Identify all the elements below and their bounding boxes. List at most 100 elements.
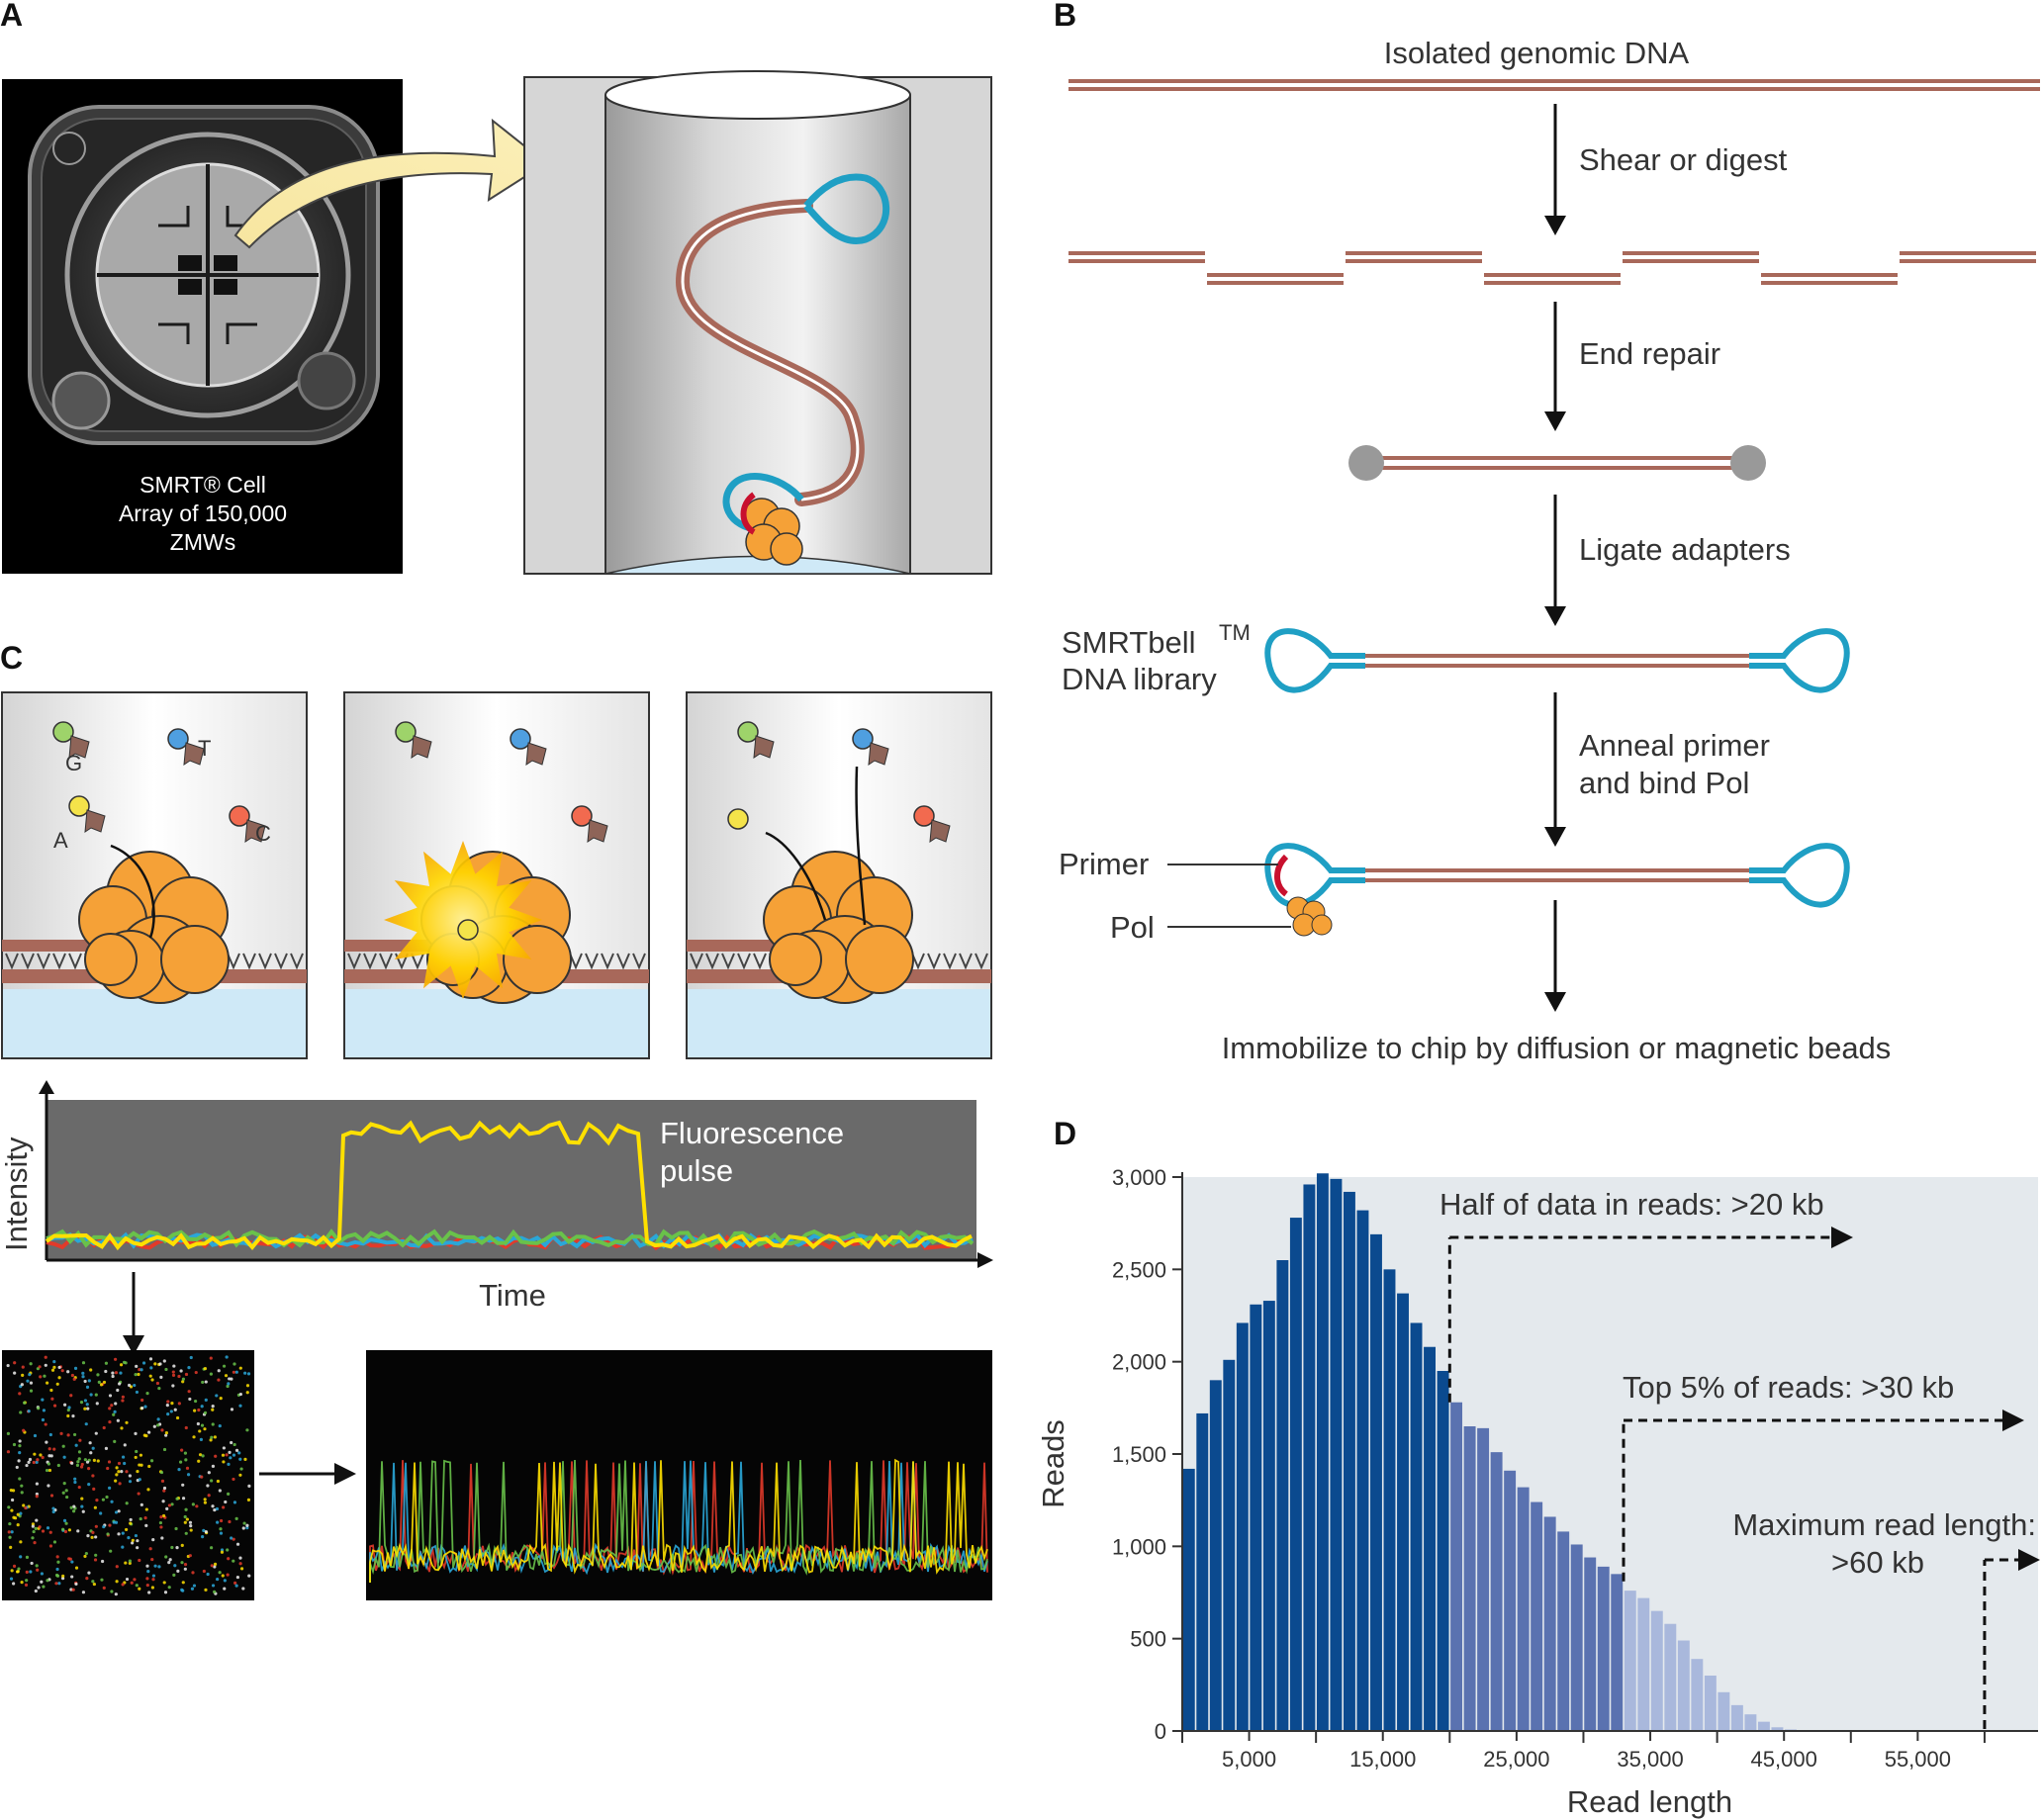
annotation-half-data: Half of data in reads: >20 kb — [1439, 1187, 1824, 1222]
polymerase-zmw — [743, 498, 803, 566]
histogram-bar — [1691, 1659, 1704, 1731]
primer-label: Primer — [1059, 847, 1149, 881]
histogram-bar — [1196, 1412, 1209, 1731]
x-tick-label: 15,000 — [1349, 1747, 1416, 1772]
histogram-bar — [1557, 1531, 1570, 1731]
polymerase-frames — [1, 691, 992, 1059]
y-tick-label: 500 — [1130, 1627, 1166, 1652]
histogram-bar — [1289, 1218, 1302, 1731]
step-arrow-2 — [1544, 302, 1566, 431]
histogram-bar — [1182, 1468, 1195, 1731]
step-arrow-3 — [1544, 495, 1566, 626]
step-shear: Shear or digest — [1579, 142, 1788, 177]
histogram-bar — [1637, 1597, 1650, 1731]
histogram-bar — [1704, 1676, 1717, 1731]
histogram-bar — [1771, 1727, 1784, 1731]
chip-caption-line1: SMRT® Cell — [139, 472, 266, 498]
y-tick-label: 2,500 — [1112, 1257, 1166, 1282]
annotation-arrowhead — [2018, 1549, 2040, 1571]
zmw-well — [523, 70, 992, 575]
histogram-bar — [1262, 1301, 1275, 1731]
panel-letter-b: B — [1054, 0, 1076, 33]
step-arrow-5 — [1544, 900, 1566, 1012]
histogram-bar — [1490, 1452, 1503, 1731]
right-arrow-c — [259, 1463, 356, 1485]
base-call-trace — [366, 1350, 992, 1600]
step-ligate: Ligate adapters — [1579, 532, 1791, 567]
histogram-bar — [1356, 1210, 1369, 1731]
pulse-label-line1: Fluorescence — [660, 1116, 844, 1150]
annotation-arrowhead — [2002, 1410, 2024, 1431]
polymerase-frame — [343, 691, 650, 1059]
read-length-chart: 0 500 1,000 1,500 2,000 2,500 3,000 5,000 15,00… — [1036, 1165, 2040, 1819]
histogram-bar — [1370, 1233, 1382, 1731]
histogram-bar — [1437, 1371, 1449, 1731]
dna-library-label: DNA library — [1062, 662, 1217, 696]
step-arrow-4 — [1544, 692, 1566, 847]
histogram-bar — [1611, 1574, 1624, 1731]
primed-smrtbell — [1264, 843, 1850, 937]
y-tick-label: 1,500 — [1112, 1442, 1166, 1467]
step-arrow-1 — [1544, 104, 1566, 235]
polymerase-frame — [1, 691, 308, 1059]
repaired-fragment — [1348, 445, 1766, 481]
histogram-bar — [1424, 1346, 1436, 1731]
step-anneal: Anneal primer — [1579, 728, 1770, 763]
annotation-top-5: Top 5% of reads: >30 kb — [1623, 1370, 1954, 1405]
histogram-bar — [1477, 1427, 1490, 1731]
histogram-bar — [1316, 1173, 1329, 1731]
chart-xlabel: Read length — [1567, 1784, 1732, 1819]
histogram-bar — [1410, 1322, 1423, 1731]
histogram-bar — [1236, 1322, 1249, 1731]
histogram-bar — [1276, 1260, 1289, 1731]
y-tick-label: 0 — [1155, 1719, 1166, 1744]
immobilize-label: Immobilize to chip by diffusion or magne… — [1222, 1031, 1892, 1065]
chip-caption-line2: Array of 150,000 — [119, 500, 287, 526]
x-tick-label: 25,000 — [1483, 1747, 1549, 1772]
polymerase-bound — [1286, 896, 1333, 937]
base-label-t: T — [198, 736, 211, 761]
genomic-dna-title: Isolated genomic DNA — [1384, 36, 1690, 70]
polymerase-frame — [686, 691, 992, 1059]
histogram-bar — [1303, 1184, 1316, 1731]
histogram-bar — [1504, 1470, 1517, 1731]
down-arrow-c — [123, 1272, 144, 1355]
x-tick-label: 45,000 — [1751, 1747, 1817, 1772]
histogram-bar — [1650, 1610, 1663, 1731]
histogram-bar — [1677, 1640, 1690, 1731]
pulse-label-line2: pulse — [660, 1153, 733, 1188]
histogram-bar — [1543, 1516, 1556, 1731]
y-tick-label: 1,000 — [1112, 1534, 1166, 1559]
smrtbell-label: SMRTbell — [1062, 625, 1196, 660]
base-label-c: C — [255, 821, 271, 846]
chip-caption-line3: ZMWs — [170, 529, 235, 555]
histogram-bar — [1624, 1591, 1636, 1731]
y-tick-label: 3,000 — [1112, 1165, 1166, 1190]
histogram-bar — [1397, 1293, 1409, 1731]
step-end-repair: End repair — [1579, 336, 1720, 371]
base-label-a: A — [53, 828, 68, 853]
histogram-bar — [1223, 1359, 1236, 1731]
annotation-max-length-value: >60 kb — [1831, 1545, 1924, 1580]
base-label-g: G — [65, 751, 82, 775]
x-tick-label: 5,000 — [1222, 1747, 1276, 1772]
histogram-bar — [1718, 1691, 1730, 1731]
x-tick-label: 35,000 — [1617, 1747, 1683, 1772]
histogram-bar — [1463, 1426, 1476, 1731]
histogram-bar — [1584, 1557, 1597, 1731]
histogram-bar — [1330, 1178, 1343, 1731]
histogram-bar — [1730, 1704, 1743, 1731]
smrt-cell-photo: SMRT® Cell Array of 150,000 ZMWs — [2, 79, 403, 574]
panel-letter-c: C — [0, 640, 23, 676]
histogram-bar — [1383, 1269, 1396, 1731]
histogram-bar — [1250, 1304, 1262, 1731]
panel-letter-a: A — [0, 0, 23, 33]
time-axis-label: Time — [479, 1278, 546, 1313]
pol-label: Pol — [1110, 910, 1155, 945]
y-tick-label: 2,000 — [1112, 1350, 1166, 1375]
intensity-axis-label: Intensity — [0, 1137, 34, 1251]
genomic-dna-strand — [1068, 79, 2040, 91]
annotation-arrowhead — [1831, 1227, 1853, 1248]
chart-ylabel: Reads — [1036, 1419, 1070, 1508]
